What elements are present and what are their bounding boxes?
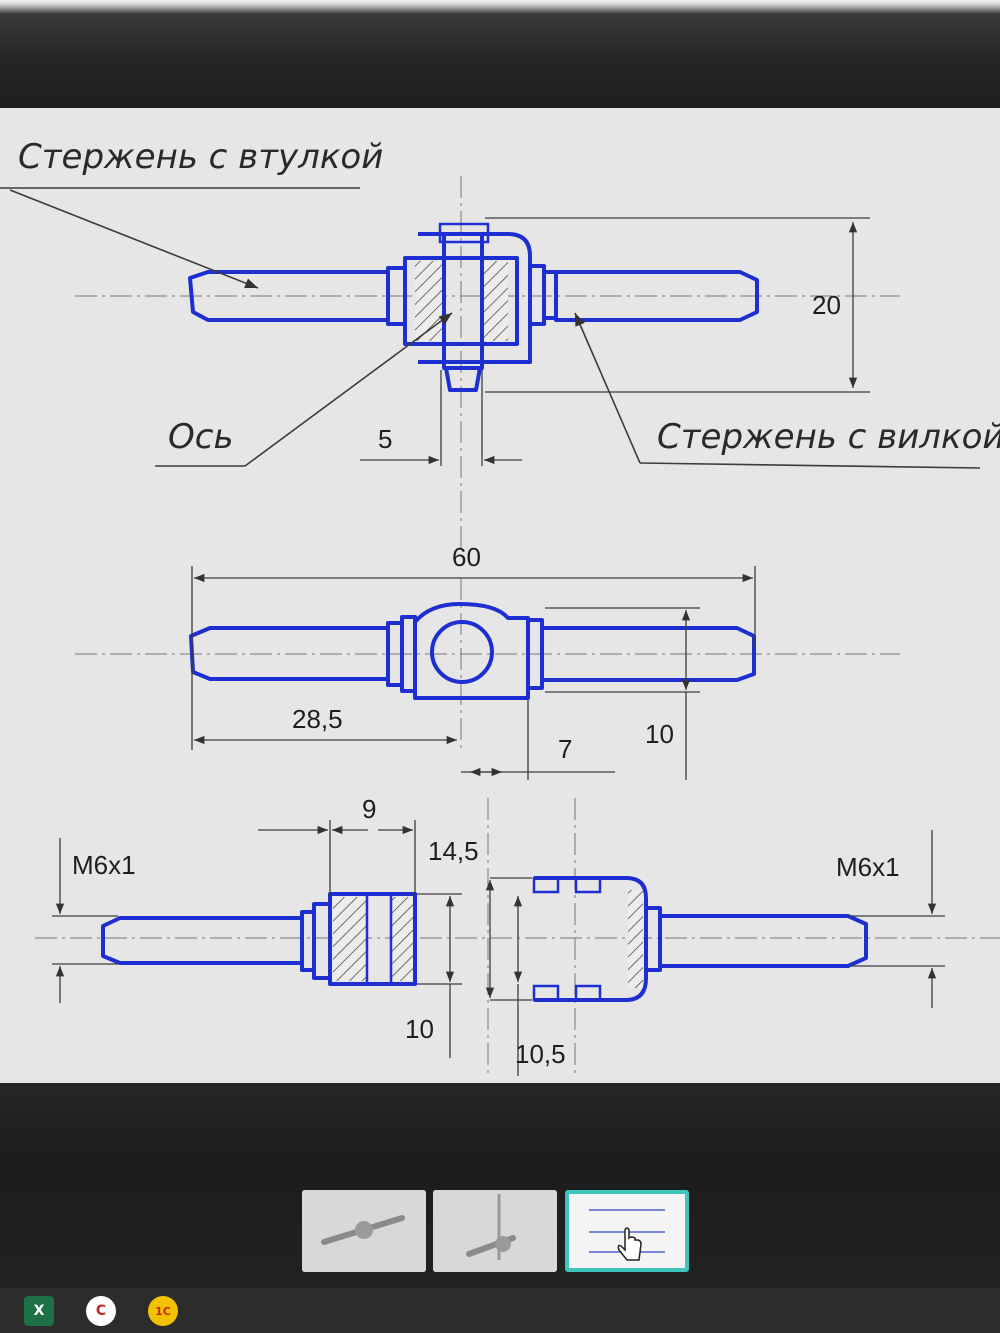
drawing-thumbnail-icon — [569, 1194, 685, 1268]
drawing-canvas: 20 5 Стержень с втулкой Ось Стержень с в… — [0, 137, 1000, 1078]
axle-head — [438, 222, 490, 244]
label-axle: Ось — [168, 417, 234, 457]
dim-thread-left: M6x1 — [72, 850, 136, 880]
bottom-right-collar — [644, 906, 662, 972]
dim-bushing-width: 9 — [362, 794, 376, 824]
dim-top-height: 20 — [812, 290, 841, 320]
axle-tip — [444, 366, 482, 392]
assembly-3d-thumbnail-icon — [302, 1190, 426, 1272]
dim-fork-gap: 10,5 — [515, 1039, 566, 1069]
thumbnail-assembly-exploded[interactable] — [433, 1190, 557, 1272]
bottom-left-collar — [312, 902, 332, 980]
thumbnail-assembly-3d[interactable] — [302, 1190, 426, 1272]
dim-pin-width: 5 — [378, 424, 392, 454]
monitor-bezel — [0, 0, 1000, 108]
excel-icon[interactable]: X — [24, 1296, 54, 1326]
dim-overall-length: 60 — [452, 542, 481, 572]
taskbar: X C 1С — [0, 1288, 1000, 1333]
axle-shaft — [442, 232, 484, 370]
bottom-left-rod — [101, 916, 304, 965]
fork-outline — [418, 232, 532, 364]
right-rod — [554, 270, 759, 322]
dim-left-length: 28,5 — [292, 704, 343, 734]
hand-cursor-icon — [617, 1227, 642, 1261]
dim-bushing-height: 10 — [405, 1014, 434, 1044]
right-collar — [528, 264, 546, 326]
thumbnail-drawing-active[interactable] — [565, 1190, 689, 1272]
bottom-bushing — [328, 892, 417, 986]
middle-front-view: 60 28,5 7 10 — [75, 542, 900, 780]
middle-eye-body — [413, 602, 530, 700]
image-viewer-strip — [0, 1083, 1000, 1288]
top-section-view: 20 5 Стержень с втулкой Ось Стержень с в… — [0, 137, 1000, 548]
technical-drawing: 20 5 Стержень с втулкой Ось Стержень с в… — [0, 108, 1000, 1083]
dim-eye-offset: 7 — [558, 734, 572, 764]
label-rod-with-bushing: Стержень с втулкой — [18, 137, 383, 177]
dim-eye-height: 10 — [645, 719, 674, 749]
label-rod-with-fork: Стержень с вилкой — [657, 417, 1000, 457]
middle-right-rod — [540, 626, 756, 682]
assembly-exploded-thumbnail-icon — [433, 1190, 557, 1272]
dim-thread-right: M6x1 — [836, 852, 900, 882]
compass-icon[interactable]: C — [86, 1296, 116, 1326]
middle-eye-hole — [430, 620, 494, 684]
bottom-right-rod — [658, 914, 868, 968]
bottom-exploded-view: 9 14,5 10 10,5 M6x1 — [35, 794, 1000, 1078]
dim-fork-height: 14,5 — [428, 836, 479, 866]
bushing-body — [403, 256, 519, 346]
1c-icon[interactable]: 1С — [148, 1296, 178, 1326]
